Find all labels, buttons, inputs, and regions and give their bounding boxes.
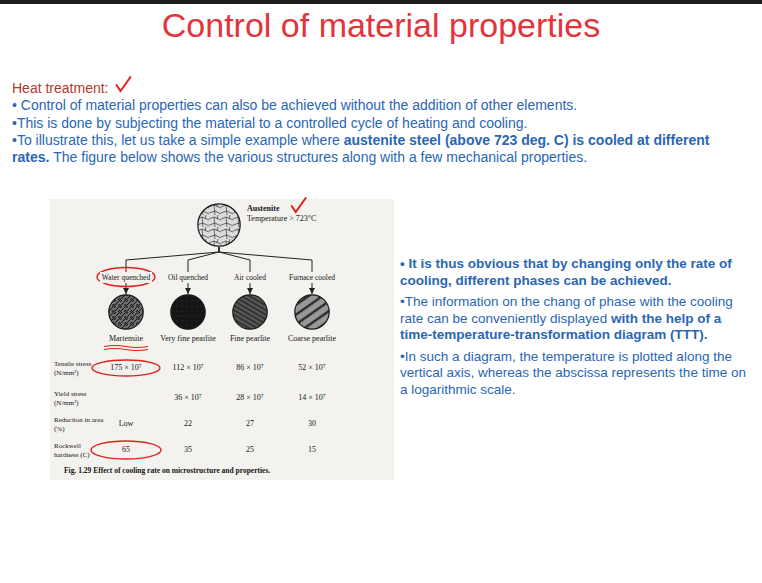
cooling-branch xyxy=(219,247,312,294)
micrograph-circle xyxy=(295,295,329,329)
bullet-column: • Control of material properties can als… xyxy=(12,97,754,166)
bullet-text: •To illustrate this, let us take a simpl… xyxy=(12,132,340,148)
cooling-method-label: Furnace cooled xyxy=(286,272,338,283)
table-cell: 15 xyxy=(282,445,342,455)
micrograph-label: Temperature > 723°C xyxy=(247,214,357,224)
node-caption: Fine pearlite xyxy=(219,334,281,344)
micrograph-label: Very fine pearlite xyxy=(157,334,219,344)
cooling-branch xyxy=(126,247,219,294)
micrograph-circle xyxy=(198,204,240,246)
table-row-header: Reduction in area (%) xyxy=(54,416,106,433)
micrograph-outline xyxy=(170,294,206,330)
red-underline xyxy=(104,346,148,348)
bullet-paragraph: •To illustrate this, let us take a simpl… xyxy=(12,132,754,165)
bullet-paragraph: •The information on the chang of phase w… xyxy=(400,294,752,344)
table-cell: 25 xyxy=(220,445,280,455)
table-cell: 27 xyxy=(220,419,280,429)
micrograph-outline xyxy=(294,294,330,330)
bullet-paragraph: •This is done by subjecting the material… xyxy=(12,115,754,132)
bullet-column: • It is thus obvious that by changing on… xyxy=(400,256,752,403)
top-bar xyxy=(0,0,762,4)
micrograph-label: Austenite xyxy=(247,204,357,214)
table-row-header: Tensile stress (N/mm²) xyxy=(54,360,106,377)
micrograph-circle xyxy=(233,295,267,329)
table-cell: 175 × 10⁷ xyxy=(96,363,156,373)
table-cell: 65 xyxy=(96,445,156,455)
bullet-paragraph: •In such a diagram, the temperature is p… xyxy=(400,349,752,399)
slide-title: Control of material properties xyxy=(0,6,762,45)
node-caption: AusteniteTemperature > 723°C xyxy=(247,204,357,223)
table-row-header: Rockwell hardness (C) xyxy=(54,442,106,459)
figure-caption: Fig. 1.29 Effect of cooling rate on micr… xyxy=(64,466,390,475)
micrograph-outline xyxy=(232,294,268,330)
red-check-mark xyxy=(117,77,131,91)
red-check-mark xyxy=(292,198,306,212)
micrograph-outline xyxy=(108,294,144,330)
section-heading: Heat treatment: xyxy=(12,80,109,96)
scanned-figure-ground xyxy=(50,199,394,480)
micrograph-node: Martensite xyxy=(108,294,144,330)
table-cell: 86 × 10⁷ xyxy=(220,363,280,373)
table-cell: 36 × 10⁷ xyxy=(158,393,218,403)
bullet-text: •In such a diagram, the temperature is p… xyxy=(400,349,746,397)
micrograph-node: Fine pearlite xyxy=(232,294,268,330)
micrograph-label: Coarse pearlite xyxy=(281,334,343,344)
table-cell: 30 xyxy=(282,419,342,429)
table-cell: 14 × 10⁷ xyxy=(282,393,342,403)
micrograph-node: AusteniteTemperature > 723°C xyxy=(197,203,241,247)
table-cell: 28 × 10⁷ xyxy=(220,393,280,403)
table-cell: Low xyxy=(96,419,156,429)
table-cell: 22 xyxy=(158,419,218,429)
micrograph-label: Fine pearlite xyxy=(219,334,281,344)
cooling-branch xyxy=(188,247,219,294)
bullet-text: • Control of material properties can als… xyxy=(12,97,577,113)
node-caption: Coarse pearlite xyxy=(281,334,343,344)
node-caption: Martensite xyxy=(95,334,157,344)
node-caption: Very fine pearlite xyxy=(157,334,219,344)
bullet-paragraph: • Control of material properties can als… xyxy=(12,97,754,114)
table-row-header: Yield stress (N/mm²) xyxy=(54,390,106,407)
micrograph-node: Very fine pearlite xyxy=(170,294,206,330)
bullet-paragraph: • It is thus obvious that by changing on… xyxy=(400,256,752,289)
bullet-text: The figure below shows the various struc… xyxy=(53,149,587,165)
red-circle-mark xyxy=(97,268,155,287)
cooling-method-label: Air cooled xyxy=(224,272,276,283)
micrograph-outline xyxy=(197,203,241,247)
micrograph-circle xyxy=(171,295,205,329)
red-circle-mark xyxy=(92,360,160,376)
table-cell: 35 xyxy=(158,445,218,455)
micrograph-node: Coarse pearlite xyxy=(294,294,330,330)
bullet-text: •This is done by subjecting the material… xyxy=(12,115,527,131)
cooling-method-label: Water quenched xyxy=(100,272,152,283)
red-circle-mark xyxy=(91,441,161,459)
cooling-method-label: Oil quenched xyxy=(162,272,214,283)
table-cell: 52 × 10⁷ xyxy=(282,363,342,373)
micrograph-circle xyxy=(109,295,143,329)
bullet-text: • It is thus obvious that by changing on… xyxy=(400,256,732,288)
micrograph-label: Martensite xyxy=(95,334,157,344)
red-underline xyxy=(104,349,148,351)
table-cell: 112 × 10⁷ xyxy=(158,363,218,373)
